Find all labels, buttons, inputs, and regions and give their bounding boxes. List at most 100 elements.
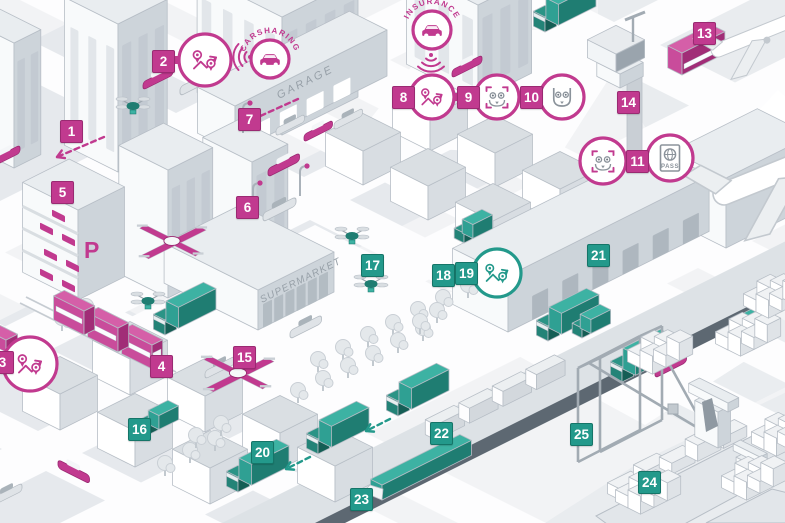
- marker-18[interactable]: 18: [432, 264, 455, 287]
- teal-van: [453, 208, 494, 244]
- marker-6[interactable]: 6: [236, 196, 259, 219]
- gray-car: [275, 114, 305, 136]
- street-lamp: [299, 163, 310, 196]
- container: [754, 311, 782, 344]
- marker-17[interactable]: 17: [361, 254, 384, 277]
- magenta-car: [303, 120, 333, 142]
- van-body: [461, 208, 494, 239]
- container: [782, 278, 785, 301]
- house: [457, 115, 533, 188]
- gray-car: [0, 483, 23, 506]
- freight-wagon: [491, 371, 532, 407]
- tree-icon: [340, 357, 359, 378]
- marker-21[interactable]: 21: [587, 244, 610, 267]
- face-scan-circle-11[interactable]: [578, 136, 628, 186]
- gray-car: [289, 315, 322, 339]
- route-circle-8[interactable]: [408, 73, 456, 121]
- marker-10[interactable]: 10: [520, 86, 543, 109]
- marker-13[interactable]: 13: [693, 22, 716, 45]
- marker-14[interactable]: 14: [617, 91, 640, 114]
- dashed-arrow: [364, 417, 392, 433]
- container-stack: [743, 273, 785, 319]
- tree-icon: [207, 430, 226, 451]
- air-taxi: [200, 355, 276, 393]
- pass-label: PASS: [661, 164, 679, 170]
- container: [777, 426, 785, 448]
- container: [666, 329, 694, 362]
- marker-1[interactable]: 1: [60, 120, 83, 143]
- passport-circle-11[interactable]: PASS: [645, 133, 695, 183]
- passport-globe-icon: PASS: [659, 144, 681, 172]
- container-stack: [715, 311, 782, 357]
- marker-8[interactable]: 8: [392, 86, 415, 109]
- teal-truck: [536, 287, 600, 342]
- marker-25[interactable]: 25: [570, 423, 593, 446]
- tree-icon: [435, 289, 454, 310]
- marker-9[interactable]: 9: [457, 86, 480, 109]
- marker-24[interactable]: 24: [638, 471, 661, 494]
- airplane: [682, 130, 785, 242]
- insurance-circle[interactable]: [411, 9, 453, 51]
- van-body: [579, 303, 611, 334]
- marker-22[interactable]: 22: [430, 422, 453, 445]
- magenta-car: [0, 145, 21, 168]
- tree-icon: [390, 332, 409, 353]
- gray-car: [333, 108, 363, 130]
- delivery-drone-icon: [115, 96, 151, 115]
- tree-icon: [213, 415, 232, 436]
- marker-7[interactable]: 7: [238, 108, 261, 131]
- marker-4[interactable]: 4: [150, 355, 173, 378]
- magenta-car: [267, 153, 300, 177]
- parking-garage: [21, 158, 125, 301]
- street-lamp: [252, 180, 263, 213]
- carsharing-circle[interactable]: [249, 38, 291, 80]
- tree-icon: [360, 326, 379, 347]
- marker-19[interactable]: 19: [455, 262, 478, 285]
- teal-truck: [305, 400, 370, 455]
- tree-icon: [335, 339, 354, 360]
- tree-icon: [157, 455, 176, 476]
- route-circle-2[interactable]: [177, 32, 233, 88]
- tree-icon: [182, 442, 201, 463]
- gray-car: [262, 196, 297, 222]
- tree-icon: [315, 370, 334, 391]
- tree-icon: [290, 382, 309, 403]
- apartment-tower: [0, 8, 42, 169]
- marker-2[interactable]: 2: [152, 50, 175, 73]
- magenta-tram: [53, 289, 164, 370]
- teal-truck: [385, 362, 450, 417]
- tree-icon: [412, 313, 431, 334]
- magenta-car: [451, 55, 483, 78]
- tree-icon: [385, 314, 404, 335]
- marker-16[interactable]: 16: [128, 418, 151, 441]
- tree-icon: [365, 345, 384, 366]
- tree-icon: [310, 351, 329, 372]
- container-stack: [751, 411, 785, 457]
- marker-11[interactable]: 11: [626, 150, 649, 173]
- marker-15[interactable]: 15: [233, 346, 256, 369]
- teal-van: [571, 303, 611, 339]
- delivery-drone-icon: [353, 274, 389, 293]
- container-stack: [627, 329, 694, 375]
- truck-trailer: [548, 287, 600, 335]
- truck-trailer: [545, 0, 597, 26]
- face-circle-10[interactable]: [538, 73, 586, 121]
- container-stack: [721, 455, 785, 501]
- marker-3[interactable]: 3: [0, 351, 14, 374]
- marker-20[interactable]: 20: [251, 441, 274, 464]
- truck-trailer: [318, 400, 370, 448]
- dashed-arrow: [284, 455, 312, 471]
- tower-cabin-top: [587, 24, 645, 73]
- freight-wagon: [458, 388, 499, 424]
- ship-bridge-roof: [688, 377, 740, 413]
- face-scan-circle-9[interactable]: [473, 73, 521, 121]
- route-circle-19[interactable]: [471, 247, 523, 299]
- delivery-drone-icon: [334, 226, 370, 245]
- teal-truck: [533, 0, 597, 33]
- marker-5[interactable]: 5: [51, 181, 74, 204]
- marker-23[interactable]: 23: [350, 488, 373, 511]
- truck-trailer: [165, 281, 217, 329]
- freight-wagon: [525, 354, 566, 391]
